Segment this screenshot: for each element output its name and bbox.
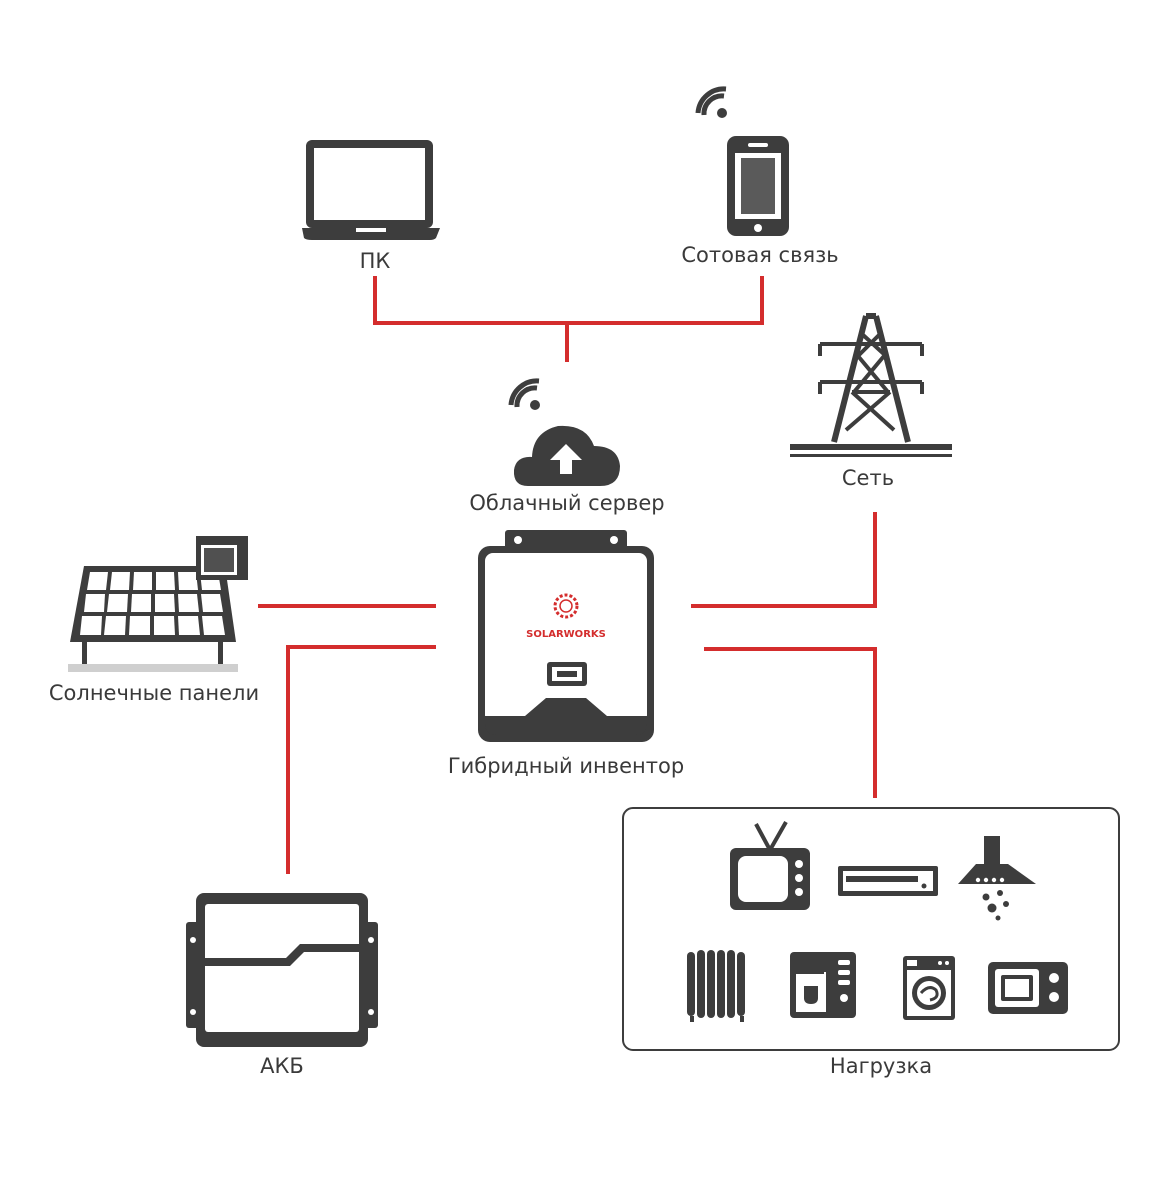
wire-grid-inverter (691, 512, 877, 608)
brand-part-2: WORKS (564, 629, 606, 640)
solar-node: Солнечные панели (49, 536, 259, 705)
mobile-node: Сотовая связь (681, 86, 839, 267)
inverter-icon: SOLARWORKS (478, 530, 654, 742)
dvd-player-icon (838, 866, 938, 896)
wifi-icon (695, 86, 727, 118)
washing-machine-icon (903, 956, 955, 1020)
solar-label: Солнечные панели (49, 681, 259, 705)
wifi-icon (508, 378, 540, 410)
oil-heater-icon (687, 950, 745, 1022)
smartphone-icon (727, 136, 789, 236)
sun-logo-icon (553, 593, 579, 619)
connection-wires (258, 276, 877, 874)
grid-node: Сеть (790, 313, 952, 490)
inverter-brand-logo: SOLARWORKS (526, 629, 606, 640)
pc-node: ПК (302, 140, 440, 273)
tv-icon (730, 821, 810, 910)
cloud-upload-icon (513, 425, 620, 486)
grid-label: Сеть (842, 466, 894, 490)
mobile-label: Сотовая связь (681, 243, 838, 267)
solar-panel-icon (68, 536, 248, 672)
battery-node: АКБ (186, 893, 378, 1078)
load-box (622, 807, 1120, 1051)
cloud-label: Облачный сервер (469, 491, 664, 515)
microwave-icon (988, 962, 1068, 1014)
wire-load-inverter (704, 647, 877, 798)
range-hood-icon (958, 836, 1036, 921)
load-label: Нагрузка (830, 1054, 932, 1078)
battery-label: АКБ (260, 1054, 304, 1078)
wire-pc-mobile-cloud (373, 276, 764, 362)
load-node: Нагрузка (622, 807, 1120, 1078)
brand-part-1: SOLAR (526, 629, 564, 640)
battery-icon (186, 893, 378, 1047)
laptop-icon (302, 140, 440, 240)
inverter-node: SOLARWORKS Гибридный инвентор (448, 530, 684, 778)
inverter-label: Гибридный инвентор (448, 754, 684, 778)
cloud-node: Облачный сервер (469, 378, 665, 515)
solar-cells (80, 572, 225, 635)
power-tower-icon (790, 313, 952, 457)
pc-label: ПК (360, 249, 391, 273)
wire-battery-inverter (286, 645, 436, 874)
coffee-machine-icon (790, 952, 856, 1018)
